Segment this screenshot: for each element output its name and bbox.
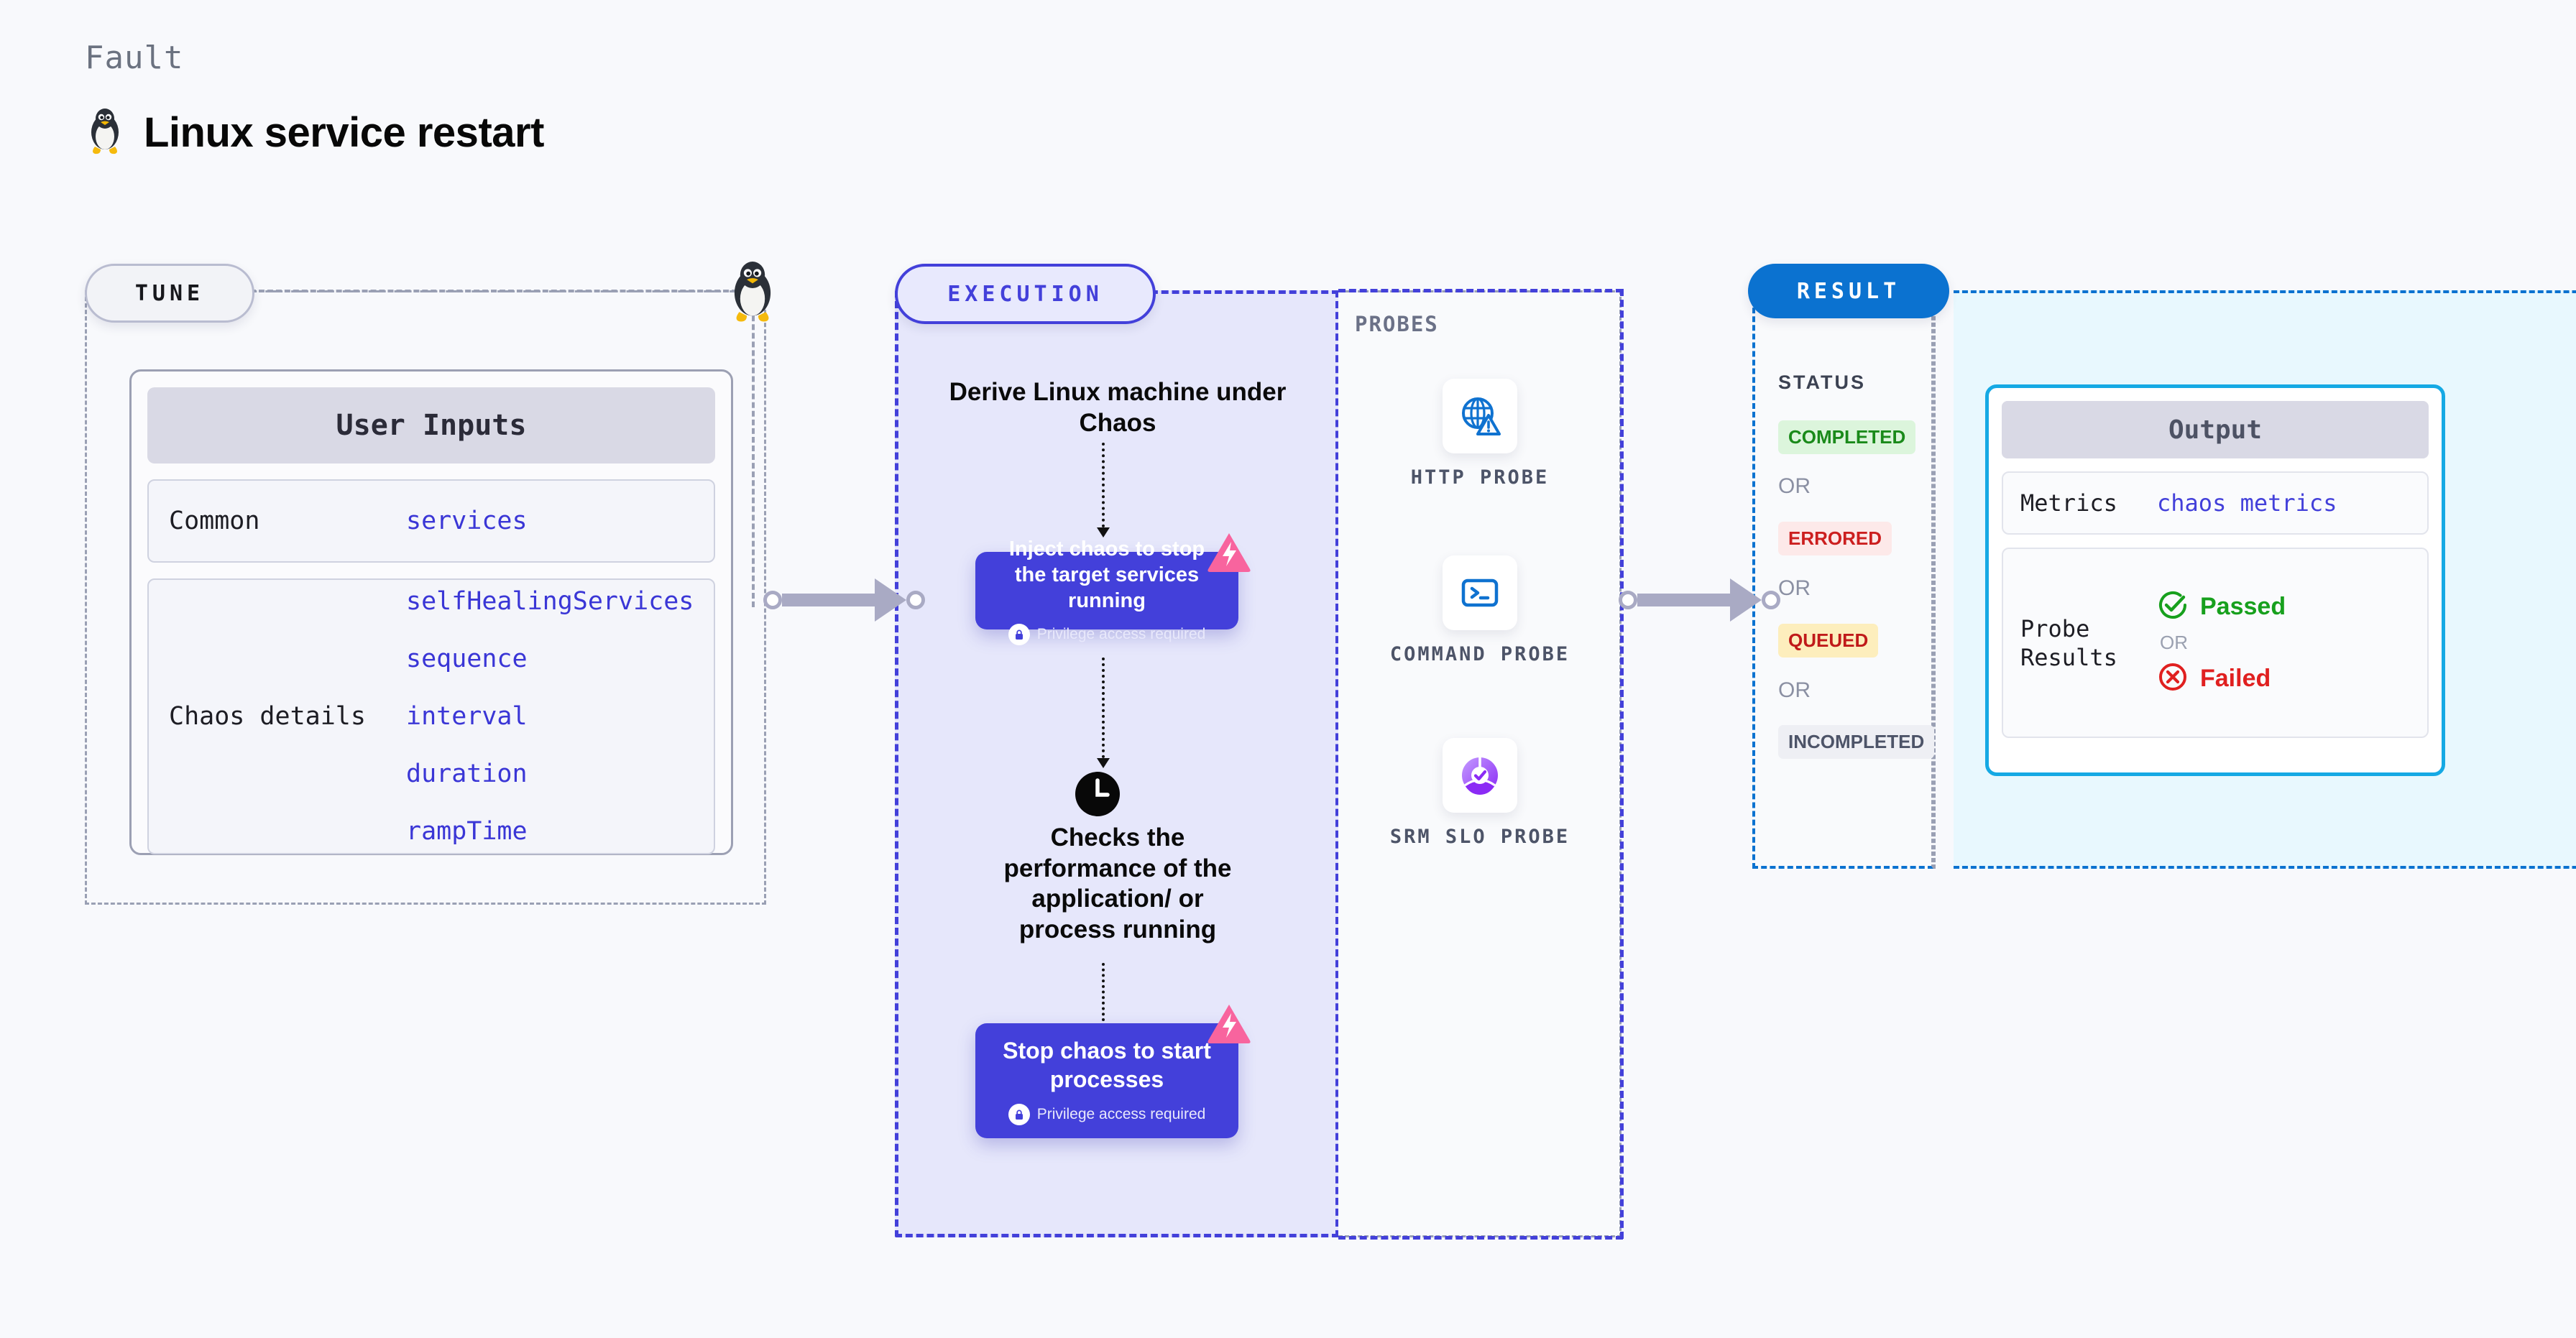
section-pill-execution[interactable]: EXECUTION (895, 264, 1156, 324)
execution-card-title: Inject chaos to stop the target services… (1008, 537, 1205, 613)
user-inputs-card: User Inputs Common services Chaos detail… (129, 369, 733, 855)
page-kicker: Fault (85, 40, 184, 76)
input-group-label: Common (169, 507, 260, 535)
probes-title: PROBES (1355, 312, 1439, 336)
probe-label: HTTP PROBE (1410, 466, 1550, 489)
harness-chaos-icon (1207, 532, 1251, 572)
title-row: Linux service restart (85, 106, 544, 159)
input-value[interactable]: interval (406, 702, 528, 731)
dotted-arrow-1 (1097, 443, 1110, 537)
tune-right-connector-line (752, 290, 755, 607)
probe-item-command[interactable]: COMMAND PROBE (1338, 555, 1622, 668)
arrow-shaft (1637, 594, 1731, 606)
status-title: STATUS (1778, 372, 1866, 393)
flow-arrow-execution-to-result (1619, 578, 1780, 622)
flow-arrow-tune-to-execution (763, 578, 925, 622)
probe-result-passed-label: Passed (2200, 593, 2286, 620)
probe-label: COMMAND PROBE (1389, 643, 1570, 665)
execution-card-subtitle-row: Privilege access required (1008, 624, 1206, 646)
probe-item-http[interactable]: HTTP PROBE (1338, 379, 1622, 491)
tune-top-connector-line (250, 290, 746, 292)
arrow-head (1730, 578, 1762, 622)
input-group-common: Common services (147, 479, 715, 563)
status-badge-completed: COMPLETED (1778, 420, 1916, 454)
probes-outer-top-line (1338, 289, 1623, 292)
user-inputs-header: User Inputs (147, 387, 715, 463)
x-circle-icon (2157, 661, 2189, 696)
status-badge-queued: QUEUED (1778, 624, 1879, 658)
or-separator: OR (1778, 576, 1811, 600)
probe-result-failed-label: Failed (2200, 665, 2271, 692)
lock-icon (1008, 1104, 1030, 1125)
execution-card-subtitle: Privilege access required (1036, 1106, 1206, 1122)
output-card-header: Output (2002, 401, 2429, 458)
arrow-shaft (782, 594, 875, 606)
probe-label: SRM SLO PROBE (1389, 826, 1570, 848)
connector-dot (906, 591, 925, 609)
input-value[interactable]: duration (406, 760, 528, 788)
output-row-probe-results: Probe Results Passed OR (2002, 548, 2429, 738)
or-separator: OR (1778, 678, 1811, 702)
linux-tux-icon (85, 106, 125, 159)
arrow-head (875, 578, 906, 622)
terminal-icon (1443, 555, 1517, 630)
input-group-values: services (406, 507, 528, 535)
harness-chaos-icon (1207, 1003, 1251, 1043)
output-label-metrics: Metrics (2020, 489, 2117, 517)
execution-step-text-1: Derive Linux machine under Chaos (949, 378, 1287, 437)
or-separator: OR (2160, 632, 2188, 653)
execution-card-title: Stop chaos to start processes (1003, 1038, 1211, 1092)
check-circle-icon (2157, 589, 2189, 624)
status-section-boundary (1752, 290, 1933, 869)
probe-result-passed: Passed (2157, 589, 2286, 624)
linux-tux-icon (726, 257, 779, 325)
page-title: Linux service restart (144, 109, 544, 156)
section-pill-tune[interactable]: TUNE (85, 264, 254, 323)
connector-dot (1762, 591, 1780, 609)
execution-card-stop-chaos[interactable]: Stop chaos to start processes Privilege … (975, 1005, 1251, 1138)
execution-card-subtitle-row: Privilege access required (1008, 1104, 1206, 1125)
output-card: Output Metrics chaos metrics Probe Resul… (1985, 384, 2445, 776)
section-pill-result[interactable]: RESULT (1748, 264, 1949, 318)
input-value[interactable]: rampTime (406, 817, 528, 846)
execution-card-inject-chaos[interactable]: Inject chaos to stop the target services… (975, 533, 1251, 646)
probe-item-srm-slo[interactable]: SRM SLO PROBE (1338, 738, 1622, 850)
execution-step-text-2: Checks the performance of the applicatio… (1003, 823, 1232, 944)
input-group-chaos-details: Chaos details selfHealingServices sequen… (147, 578, 715, 854)
globe-warning-icon (1443, 379, 1517, 453)
probes-outer-right-line (1620, 289, 1624, 1239)
slo-donut-check-icon (1443, 738, 1517, 813)
probe-result-stack: Passed OR Failed (2157, 589, 2286, 696)
output-value-metrics[interactable]: chaos metrics (2157, 489, 2337, 517)
input-value[interactable]: selfHealingServices (406, 587, 694, 616)
status-badge-errored: ERRORED (1778, 522, 1892, 555)
probe-result-failed: Failed (2157, 661, 2286, 696)
status-badge-incompleted: INCOMPLETED (1778, 725, 1935, 759)
clock-icon (1074, 770, 1121, 818)
probes-outer-bottom-line (1338, 1236, 1623, 1240)
page-header: Fault Linux service restart (85, 40, 544, 159)
output-label-probe-results: Probe Results (2020, 614, 2117, 671)
lock-icon (1008, 624, 1030, 646)
connector-dot (763, 591, 782, 609)
input-group-values: selfHealingServices sequence interval du… (406, 587, 694, 846)
or-separator: OR (1778, 474, 1811, 498)
status-output-divider (1933, 290, 1936, 869)
output-row-metrics: Metrics chaos metrics (2002, 471, 2429, 535)
dotted-arrow-2 (1097, 658, 1110, 768)
input-group-label: Chaos details (169, 702, 366, 731)
input-value[interactable]: sequence (406, 645, 528, 673)
connector-dot (1619, 591, 1637, 609)
execution-card-subtitle: Privilege access required (1036, 626, 1206, 643)
input-value[interactable]: services (406, 507, 528, 535)
